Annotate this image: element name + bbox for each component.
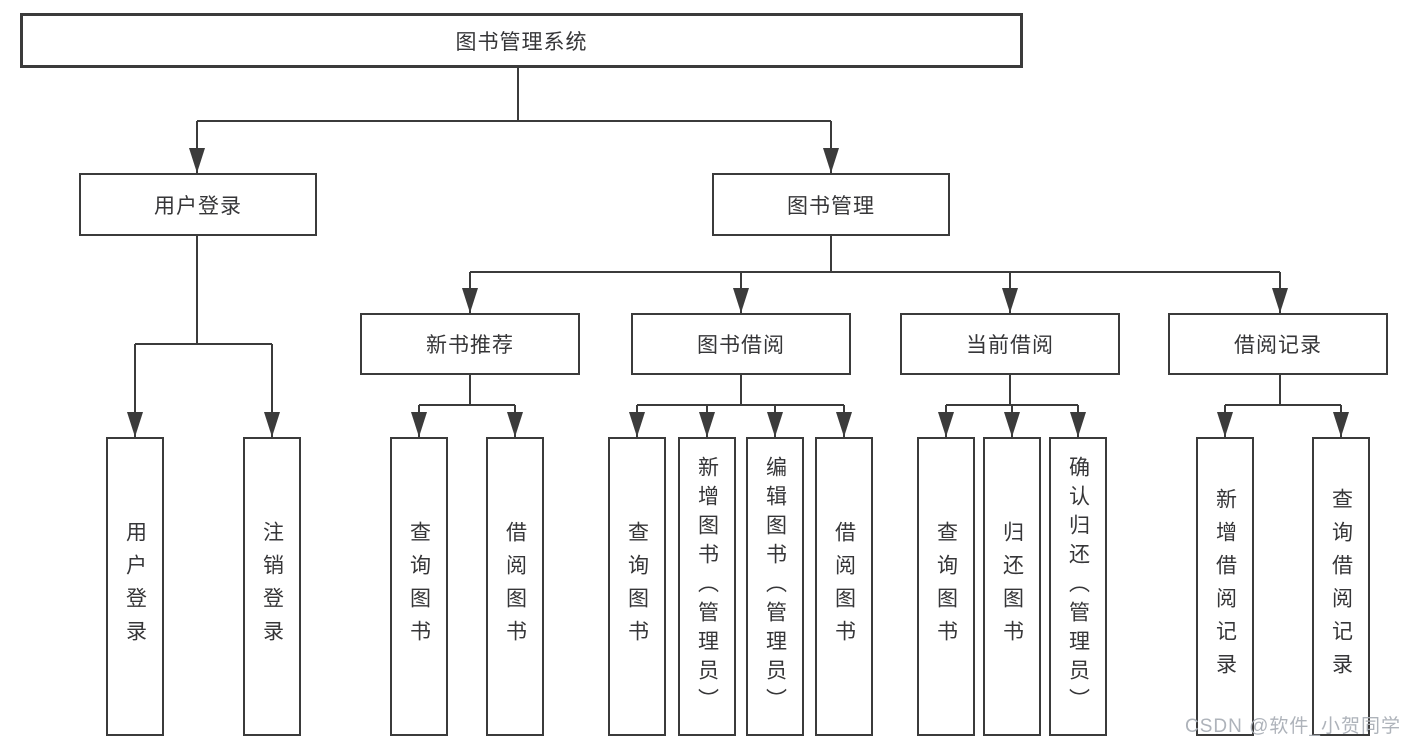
leaf-edit-book-admin: 编辑图书（管理员） — [746, 437, 804, 736]
leaf-return-books: 归还图书 — [983, 437, 1041, 736]
wire-trunks — [135, 68, 1341, 406]
node-label: 图书管理 — [787, 194, 875, 218]
leaf-add-book-admin: 新增图书（管理员） — [678, 437, 736, 736]
node-user-login: 用户登录 — [79, 173, 317, 236]
node-label: 用户登录 — [154, 194, 242, 218]
leaf-borrow-books-1: 借阅图书 — [486, 437, 544, 736]
leaf-label: 查询图书 — [625, 520, 649, 653]
leaf-query-books-1: 查询图书 — [390, 437, 448, 736]
leaf-label: 查询图书 — [934, 520, 958, 653]
node-new-book-recommendation: 新书推荐 — [360, 313, 580, 375]
node-label: 当前借阅 — [966, 334, 1054, 357]
node-borrowing-records: 借阅记录 — [1168, 313, 1388, 375]
leaf-confirm-return-admin: 确认归还（管理员） — [1049, 437, 1107, 736]
leaf-label: 查询图书 — [407, 520, 431, 653]
node-library-management-system: 图书管理系统 — [20, 13, 1023, 68]
node-book-management: 图书管理 — [712, 173, 950, 236]
leaf-label: 归还图书 — [1000, 520, 1024, 653]
leaf-borrow-books-2: 借阅图书 — [815, 437, 873, 736]
leaf-label: 用户登录 — [123, 520, 147, 653]
leaf-query-borrow-record: 查询借阅记录 — [1312, 437, 1370, 736]
leaf-label: 新增借阅记录 — [1213, 487, 1237, 686]
node-label: 新书推荐 — [426, 334, 514, 357]
leaf-add-borrow-record: 新增借阅记录 — [1196, 437, 1254, 736]
leaf-logout: 注销登录 — [243, 437, 301, 736]
node-label: 借阅记录 — [1234, 334, 1322, 357]
leaf-query-books-3: 查询图书 — [917, 437, 975, 736]
csdn-watermark: CSDN @软件_小贺同学 — [1185, 716, 1401, 737]
leaf-label: 新增图书（管理员） — [695, 456, 719, 717]
leaf-label: 借阅图书 — [503, 520, 527, 653]
leaf-user-login: 用户登录 — [106, 437, 164, 736]
node-label: 图书借阅 — [697, 334, 785, 357]
leaf-label: 确认归还（管理员） — [1066, 456, 1090, 717]
leaf-query-books-2: 查询图书 — [608, 437, 666, 736]
leaf-label: 借阅图书 — [832, 520, 856, 653]
leaf-label: 查询借阅记录 — [1329, 487, 1353, 686]
node-current-borrowing: 当前借阅 — [900, 313, 1120, 375]
node-label: 图书管理系统 — [455, 30, 588, 54]
node-book-borrowing: 图书借阅 — [631, 313, 851, 375]
leaf-label: 编辑图书（管理员） — [763, 456, 787, 717]
leaf-label: 注销登录 — [260, 520, 284, 653]
